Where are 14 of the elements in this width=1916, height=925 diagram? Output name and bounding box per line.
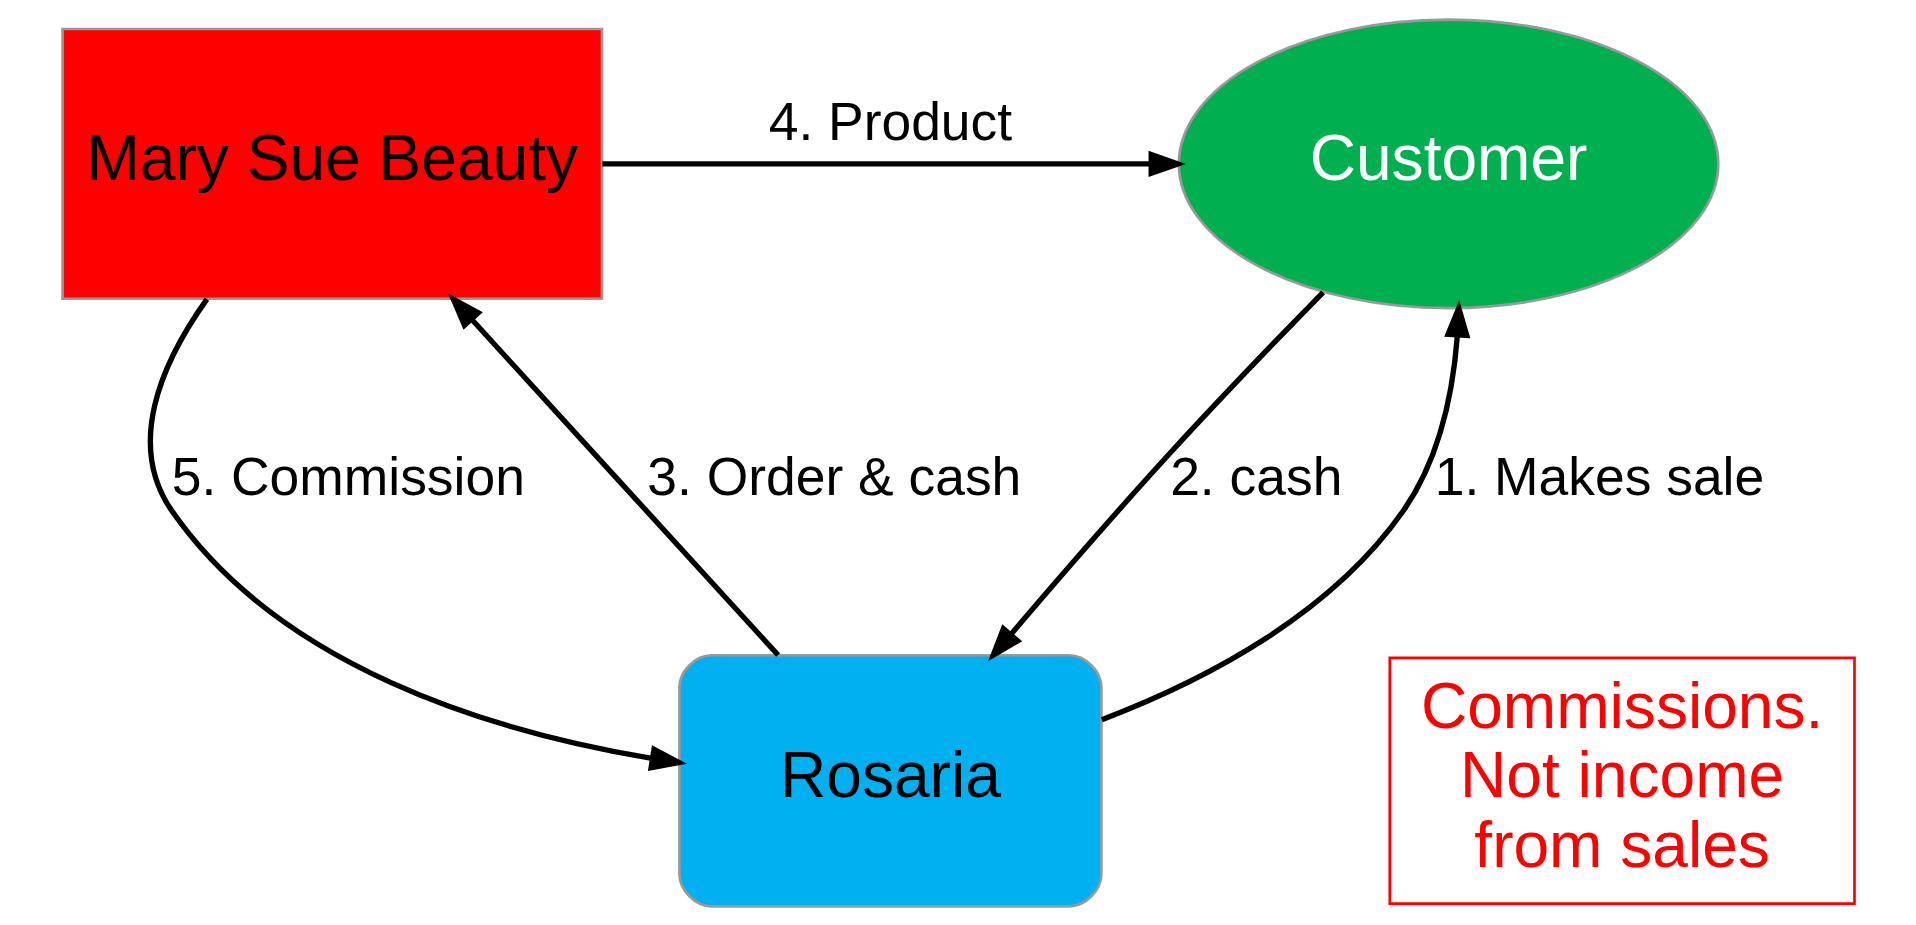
node-ellipse: Customer (1177, 17, 1720, 309)
arrow (987, 289, 1325, 661)
edge-label: 5. Commission (171, 446, 525, 506)
edge-label: 1. Makes sale (1434, 446, 1764, 506)
node-box: Rosaria (677, 653, 1103, 908)
edge-label: 4. Product (768, 91, 1012, 151)
node-box: Mary Sue Beauty (60, 27, 603, 300)
arrow (447, 292, 780, 657)
node-box: Commissions. Not income from sales (1387, 656, 1856, 905)
edge-label: 3. Order & cash (646, 446, 1021, 506)
arrow (602, 150, 1186, 177)
edge-label: 2. cash (1169, 446, 1342, 506)
arrow (1100, 299, 1470, 722)
arrow (147, 297, 687, 771)
